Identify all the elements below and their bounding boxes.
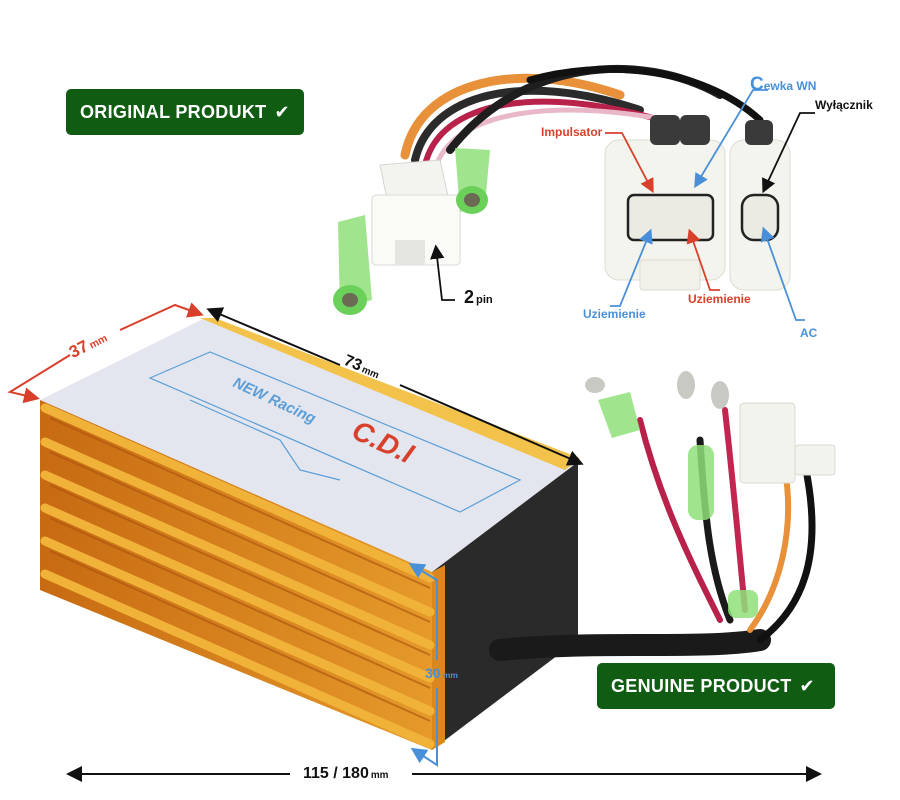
- dimension-total-unit: mm: [370, 770, 389, 781]
- heatsink-fins-shadow: [49, 417, 431, 722]
- top-wire-harness: [400, 64, 764, 173]
- badge-label: GENUINE PRODUCT: [611, 676, 792, 696]
- label-ac: AC: [800, 326, 818, 340]
- heatsink-fins: [40, 403, 435, 749]
- two-pin-connector: [371, 159, 461, 266]
- dimension-30mm: [408, 562, 438, 767]
- label-uziemienie-blue: Uziemienie: [583, 307, 646, 321]
- label-cewka-wn: Cewka WN: [750, 74, 816, 96]
- checkmark-icon: ✔: [274, 102, 290, 122]
- dimension-height-value: 30: [425, 665, 441, 681]
- original-product-badge: ORIGINAL PRODUKT ✔: [66, 89, 304, 135]
- label-2pin-number: 2: [464, 287, 475, 307]
- label-impulsator: Impulsator: [541, 125, 603, 139]
- dimension-height-unit: mm: [442, 670, 458, 680]
- checkmark-icon: ✔: [799, 676, 815, 696]
- green-bullet-cap: [333, 148, 490, 315]
- cdi-label-diagram: [148, 351, 522, 513]
- label-2pin-suffix: pin: [476, 294, 493, 306]
- genuine-product-badge: GENUINE PRODUCT ✔: [597, 663, 835, 709]
- multi-pin-connector: [604, 115, 791, 291]
- label-cewka-rest: ewka WN: [763, 79, 817, 93]
- label-uziemienie-red: Uziemienie: [688, 292, 751, 306]
- label-cewka-first: C: [750, 74, 764, 95]
- label-wylacznik: Wyłącznik: [815, 98, 873, 112]
- annotation-arrows: [430, 89, 815, 321]
- dimension-73mm: [206, 307, 584, 466]
- dimension-total-value: 115 / 180: [303, 765, 369, 782]
- badge-label: ORIGINAL PRODUKT: [80, 102, 267, 122]
- dimension-37mm: [7, 302, 204, 404]
- right-connectors: [585, 371, 836, 618]
